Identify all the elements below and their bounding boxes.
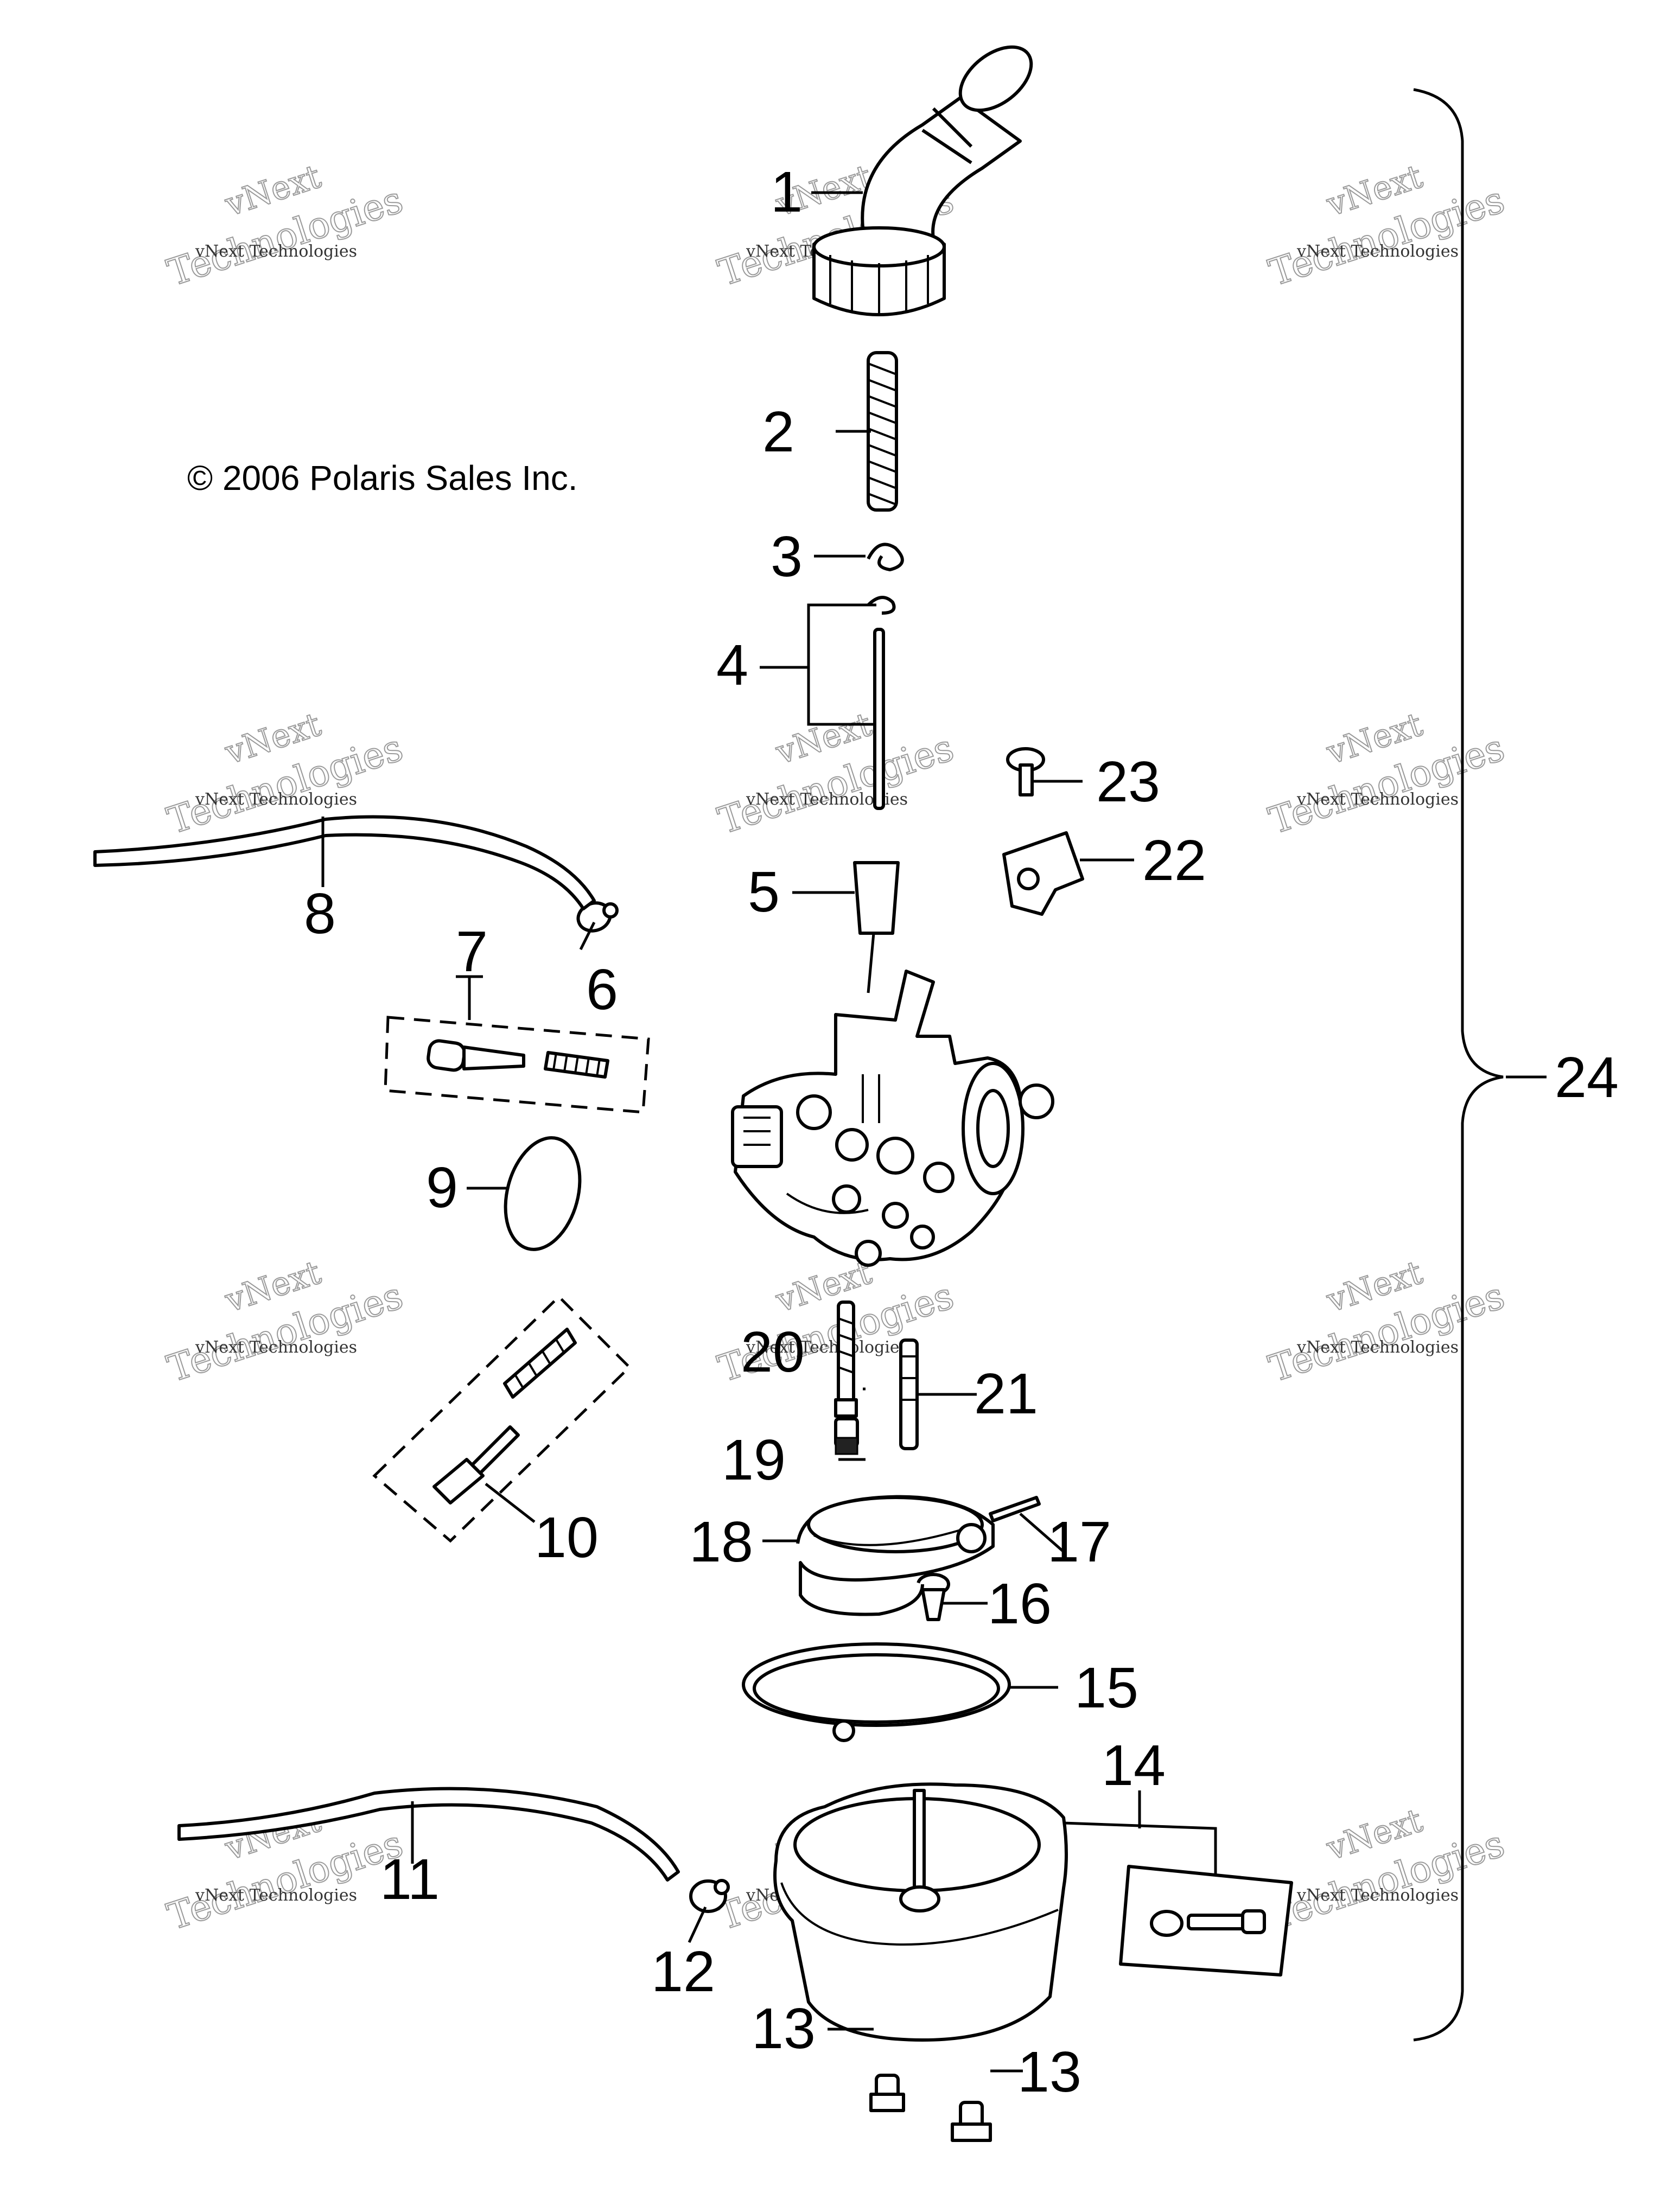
callout-2: 2: [762, 400, 794, 464]
part-13-screw: [951, 2101, 992, 2142]
watermark-text: vNext Technologies: [195, 242, 357, 261]
callout-3: 3: [771, 525, 803, 589]
part-3-clip: [867, 543, 904, 571]
callout-19: 19: [722, 1428, 786, 1492]
callout-9: 9: [426, 1156, 458, 1220]
watermark-text: vNext Technologies: [1296, 242, 1459, 261]
part-8-hose: [93, 815, 596, 910]
callout-12: 12: [651, 1940, 715, 2004]
part-10-screw-kit: [372, 1295, 632, 1543]
callout-labels: 1 2 3 4 5 6 7 8 9 10 11 12 13 13 14 15 1…: [304, 160, 1619, 2104]
part-18-float: [796, 1495, 995, 1616]
part-19-jet: [834, 1417, 859, 1455]
callout-5: 5: [748, 860, 780, 924]
part-4-needle: [867, 596, 896, 810]
part-2-spring: [867, 351, 898, 512]
assembly-bracket: [1413, 88, 1504, 2042]
part-16-plug: [917, 1573, 950, 1621]
watermark: vNext Technologies: [162, 157, 408, 295]
part-12-hose-clamp: [688, 1879, 730, 1943]
callout-23: 23: [1096, 750, 1160, 814]
callout-7: 7: [456, 920, 488, 984]
watermark-text: vNext Technologies: [1296, 1886, 1459, 1905]
callout-1: 1: [771, 160, 803, 224]
watermark-text: vNext Technologies: [195, 1338, 357, 1357]
watermark-text: vNext Technologies: [1296, 1338, 1459, 1357]
callout-11: 11: [380, 1847, 440, 1911]
part-17-pin: [989, 1496, 1041, 1522]
part-9-o-ring: [504, 1136, 582, 1251]
callout-17: 17: [1047, 1510, 1111, 1574]
callout-24: 24: [1555, 1046, 1619, 1110]
watermark: vNext Technologies: [712, 705, 959, 843]
watermark: vNext Technologies: [162, 1253, 408, 1391]
callout-16: 16: [988, 1572, 1052, 1636]
part-1-elbow-cap: [812, 45, 1033, 316]
watermark-text: vNext Technologies: [746, 1338, 908, 1357]
callout-21: 21: [974, 1362, 1038, 1426]
carburetor-body: [731, 970, 1054, 1267]
part-11-hose: [177, 1787, 680, 1882]
part-22-bracket: [1002, 831, 1084, 916]
watermark: vNext Technologies: [1263, 705, 1510, 843]
part-23-screw: [1006, 747, 1045, 796]
callout-4: 4: [716, 633, 748, 697]
part-21-pilot-jet: [899, 1338, 919, 1450]
callout-8: 8: [304, 882, 336, 946]
callout-20: 20: [741, 1320, 805, 1384]
callout-15: 15: [1074, 1656, 1138, 1720]
callout-6: 6: [586, 958, 618, 1022]
part-7-screw-kit: [384, 1016, 650, 1114]
watermark: vNext Technologies: [1263, 1253, 1510, 1391]
watermark-text: vNext Technologies: [195, 790, 357, 809]
part-14-float-bowl: [773, 1782, 1293, 2042]
part-13-screw: [869, 2074, 905, 2112]
part-15-gasket: [742, 1642, 1011, 1742]
watermark-text: vNext Technologies: [195, 1886, 357, 1905]
callout-13: 13: [1017, 2040, 1081, 2104]
part-5-throttle-slide: [853, 861, 900, 993]
callout-22: 22: [1142, 828, 1206, 893]
watermark: vNext Technologies: [1263, 157, 1510, 295]
copyright-text: © 2006 Polaris Sales Inc.: [187, 458, 578, 498]
callout-10: 10: [535, 1506, 599, 1570]
leader-lines: [321, 191, 1134, 2073]
callout-14: 14: [1102, 1733, 1166, 1797]
callout-13: 13: [752, 1997, 816, 2061]
part-20-needle-jet: [834, 1301, 858, 1418]
watermark-text: vNext Technologies: [1296, 790, 1459, 809]
callout-18: 18: [689, 1510, 753, 1574]
